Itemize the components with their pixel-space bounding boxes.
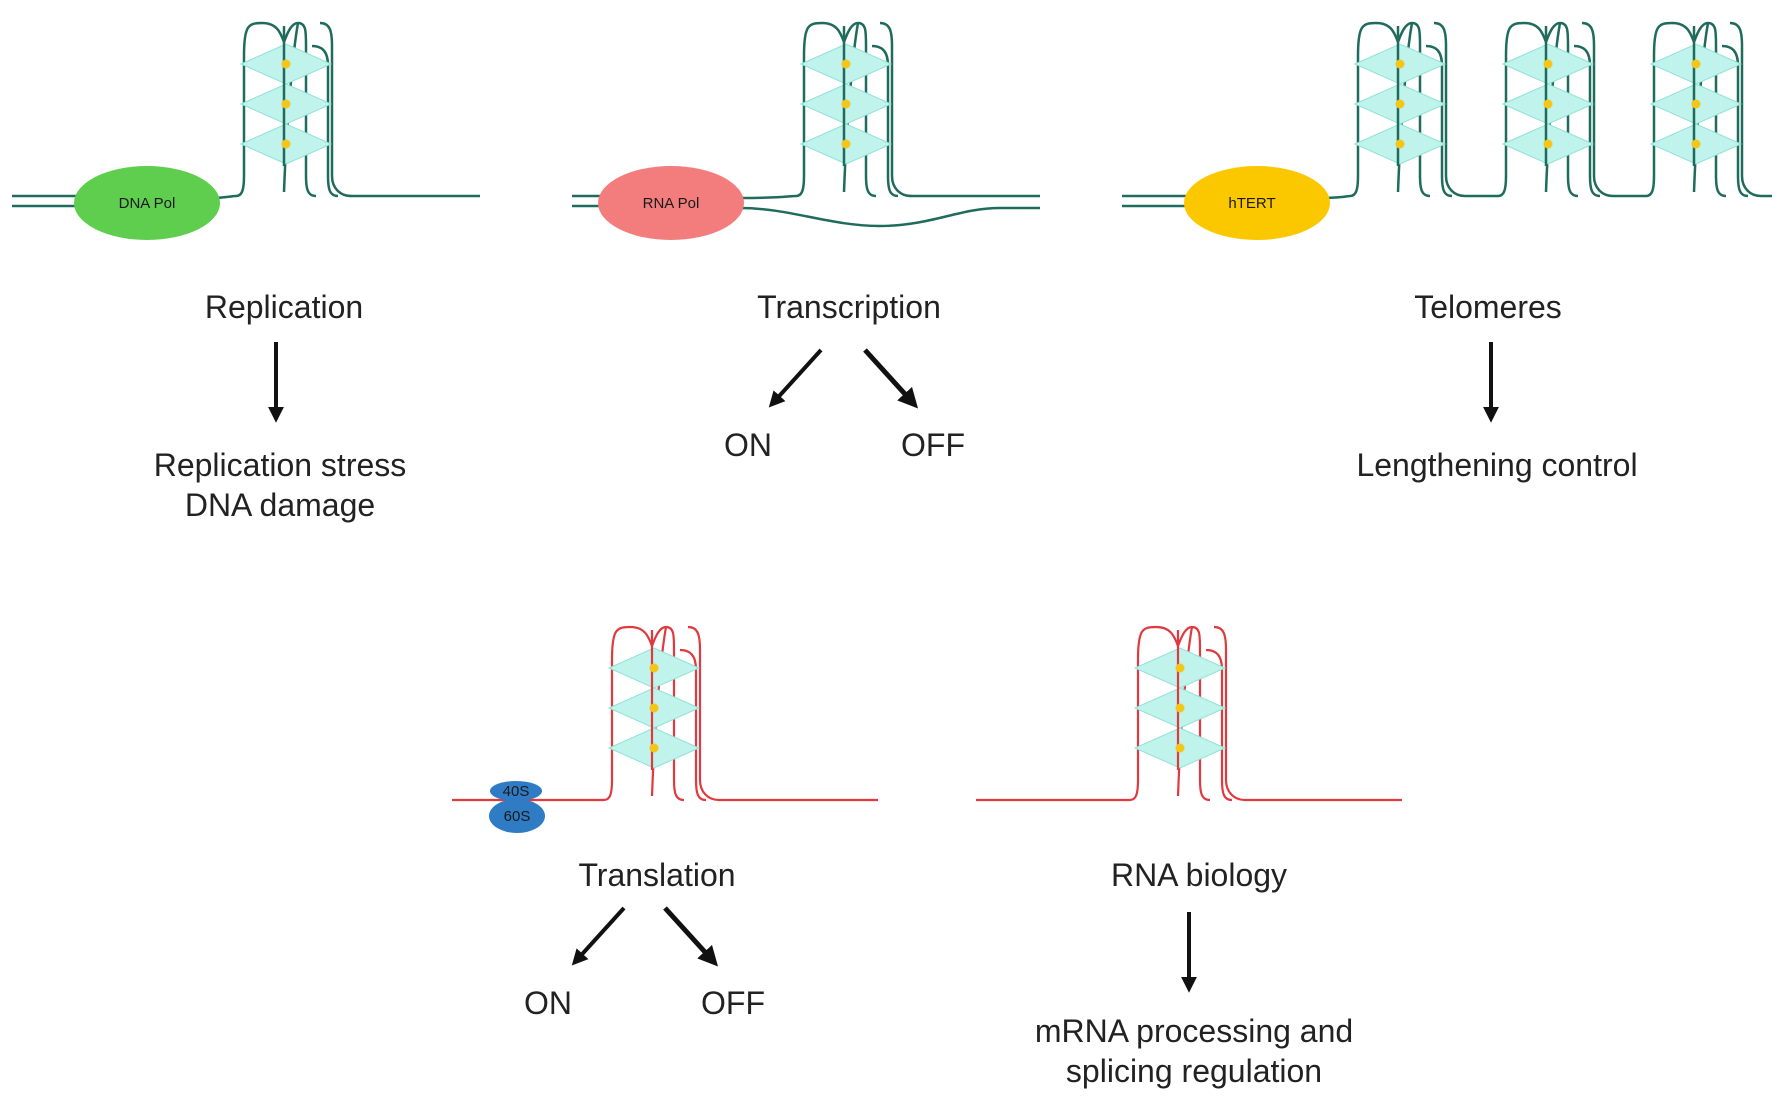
- translation-off-label: OFF: [701, 985, 765, 1021]
- telomere-g-quadruplex-2: [1496, 21, 1615, 198]
- transcription-off-arrow: [863, 348, 919, 409]
- htert-enzyme: [1184, 166, 1330, 240]
- transcription-on-arrow: [768, 348, 823, 408]
- transcription-g-quadruplex: [794, 21, 913, 198]
- ribosome-40s: [490, 781, 542, 801]
- dna-pol-label: DNA Pol: [119, 195, 176, 212]
- replication-outcome-line2: DNA damage: [185, 487, 375, 523]
- ribosome-60s: [489, 799, 545, 833]
- replication-title: Replication: [205, 289, 363, 325]
- replication-g-quadruplex: [234, 21, 353, 198]
- telomeres-panel: hTERT Telomeres Lengthening control: [1122, 21, 1772, 483]
- rna-biology-panel: RNA biology mRNA processing and splicing…: [976, 625, 1402, 1089]
- rna-biology-outcome-line2: splicing regulation: [1066, 1053, 1322, 1089]
- ribosome-60s-label: 60S: [504, 808, 531, 825]
- translation-on-arrow: [571, 906, 626, 966]
- translation-g-quadruplex: [602, 625, 721, 802]
- rna-pol-enzyme: [598, 166, 744, 240]
- telomere-g-quadruplex-3: [1644, 21, 1763, 198]
- htert-label: hTERT: [1228, 195, 1275, 212]
- dna-pol-enzyme: [74, 166, 220, 240]
- replication-outcome-line1: Replication stress: [154, 447, 407, 483]
- transcription-off-label: OFF: [901, 427, 965, 463]
- translation-panel: 40S 60S Translation ON OFF: [452, 625, 878, 1021]
- rna-biology-title: RNA biology: [1111, 857, 1287, 893]
- telomeres-title: Telomeres: [1414, 289, 1562, 325]
- replication-panel: DNA Pol Replication Replication stress D…: [12, 21, 480, 523]
- ribosome-40s-label: 40S: [503, 783, 530, 800]
- transcription-title: Transcription: [757, 289, 941, 325]
- translation-title: Translation: [578, 857, 735, 893]
- transcription-panel: RNA Pol Transcription ON OFF: [572, 21, 1040, 463]
- transcription-on-label: ON: [724, 427, 772, 463]
- rna-biology-g-quadruplex: [1128, 625, 1247, 802]
- translation-on-label: ON: [524, 985, 572, 1021]
- rna-biology-outcome-line1: mRNA processing and: [1035, 1013, 1353, 1049]
- rna-pol-label: RNA Pol: [643, 195, 700, 212]
- telomeres-outcome: Lengthening control: [1356, 447, 1637, 483]
- telomere-g-quadruplex-1: [1348, 21, 1467, 198]
- translation-off-arrow: [663, 906, 719, 967]
